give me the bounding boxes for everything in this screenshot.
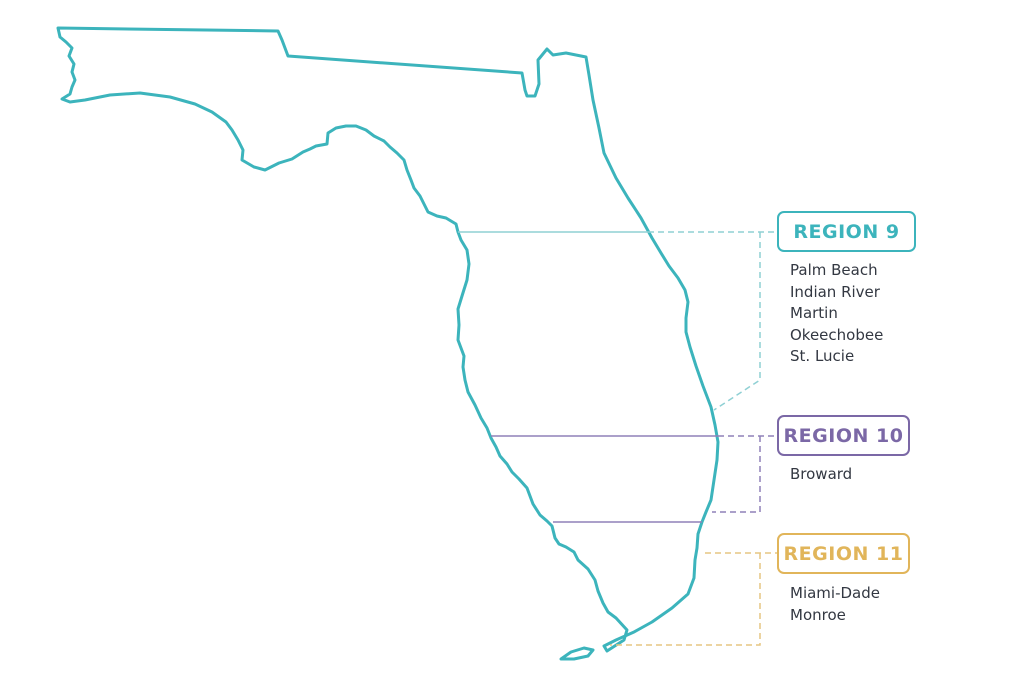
county-name: St. Lucie — [790, 347, 855, 365]
county-name: Broward — [790, 465, 853, 483]
region-11-label-box: REGION 11 — [777, 533, 910, 574]
region-9-label-box: REGION 9 — [777, 211, 916, 252]
region11-bracket — [610, 553, 761, 646]
region-9-label: REGION 9 — [793, 220, 900, 243]
region-9-county-list: Palm Beach Indian River Martin Okeechobe… — [790, 260, 883, 368]
florida-outline — [56, 26, 720, 653]
region10-bracket — [712, 436, 761, 513]
region-11-label: REGION 11 — [783, 542, 904, 565]
region-10-label-box: REGION 10 — [777, 415, 910, 456]
region-10-county-list: Broward — [790, 464, 852, 486]
region-11-county-list: Miami-Dade Monroe — [790, 583, 880, 626]
county-name: Okeechobee — [790, 325, 884, 344]
region9-bracket — [713, 232, 761, 411]
region-10-label: REGION 10 — [783, 424, 904, 447]
county-name: Miami-Dade — [790, 584, 880, 602]
county-name: Indian River — [790, 282, 880, 301]
county-name: Martin — [790, 304, 838, 322]
county-name: Monroe — [790, 605, 846, 624]
keys-island — [559, 646, 595, 661]
county-name: Palm Beach — [790, 261, 878, 279]
